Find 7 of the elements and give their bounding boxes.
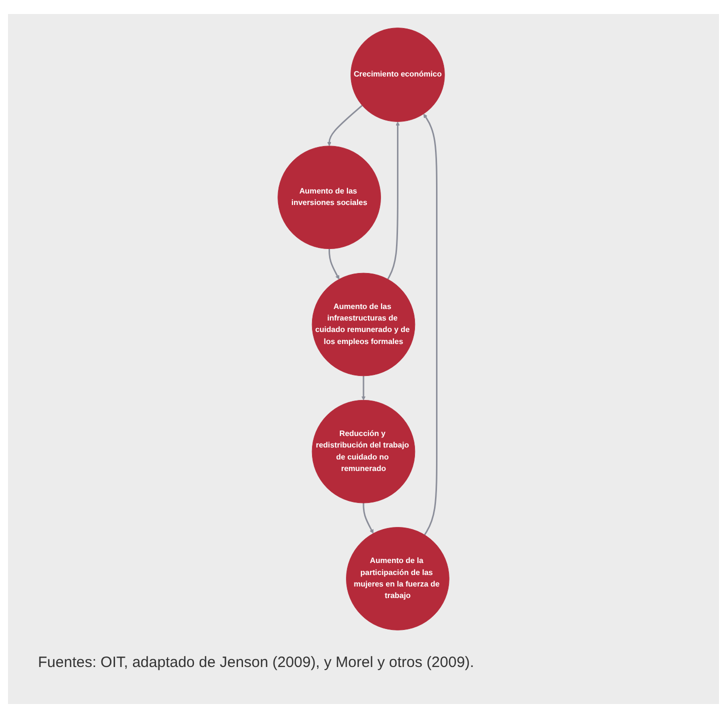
caption: Fuentes: OIT, adaptado de Jenson (2009), y Morel y otros (2009). xyxy=(38,654,474,671)
arrow xyxy=(361,376,366,400)
arrow xyxy=(328,248,340,280)
arrow xyxy=(423,114,438,536)
arrow xyxy=(362,503,374,534)
arrow xyxy=(327,104,363,146)
arrow xyxy=(387,122,400,280)
